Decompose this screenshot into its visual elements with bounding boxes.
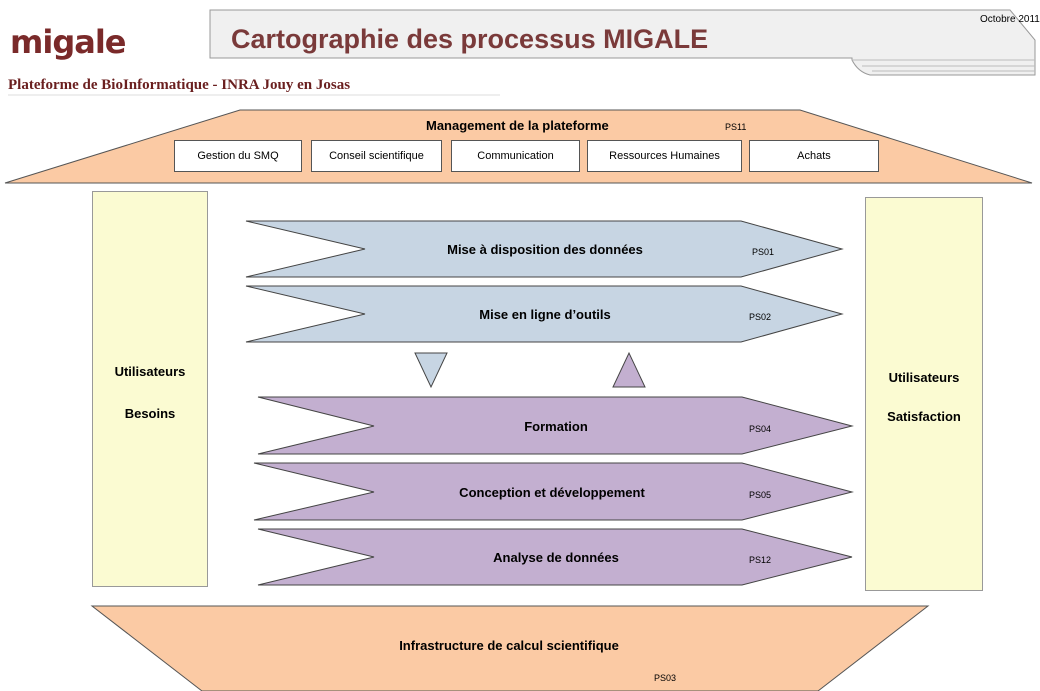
process-arrow-ps05 — [253, 462, 854, 521]
infrastructure-label: Infrastructure de calcul scientifique — [399, 638, 619, 653]
management-box-communication: Communication — [451, 140, 580, 172]
left-panel-line1: Utilisateurs — [114, 364, 186, 379]
process-code-ps12: PS12 — [749, 555, 772, 565]
management-code: PS11 — [725, 122, 747, 132]
up-triangle-icon — [612, 351, 646, 388]
management-title: Management de la plateforme — [426, 118, 609, 133]
left-users-panel: Utilisateurs Besoins — [92, 191, 208, 587]
left-panel-line2: Besoins — [124, 406, 176, 421]
down-triangle-icon — [414, 352, 448, 389]
process-arrow-ps02 — [245, 285, 844, 343]
process-arrow-ps12 — [257, 528, 853, 586]
infrastructure-shape — [90, 605, 930, 691]
infrastructure-code: PS03 — [654, 673, 677, 683]
management-box-smq: Gestion du SMQ — [174, 140, 302, 172]
process-label-ps05: Conception et développement — [459, 485, 645, 500]
process-code-ps05: PS05 — [749, 490, 772, 500]
page-subtitle: Plateforme de BioInformatique - INRA Jou… — [8, 77, 351, 93]
header-date: Octobre 2011 — [980, 14, 1040, 25]
right-panel-line1: Utilisateurs — [888, 370, 960, 385]
page-title: Cartographie des processus MIGALE — [231, 24, 709, 54]
process-arrow-ps01 — [245, 220, 844, 278]
process-label-ps02: Mise en ligne d’outils — [479, 307, 611, 322]
process-label-ps01: Mise à disposition des données — [447, 242, 643, 257]
process-code-ps01: PS01 — [752, 247, 775, 257]
process-label-ps12: Analyse de données — [493, 550, 619, 565]
right-users-panel: Utilisateurs Satisfaction — [865, 197, 983, 591]
process-label-ps04: Formation — [524, 419, 588, 434]
migale-logo: migale — [10, 23, 126, 61]
management-box-conseil: Conseil scientifique — [311, 140, 442, 172]
management-box-achats: Achats — [749, 140, 879, 172]
process-code-ps04: PS04 — [749, 424, 772, 434]
management-box-rh: Ressources Humaines — [587, 140, 742, 172]
right-panel-line2: Satisfaction — [887, 409, 961, 424]
process-code-ps02: PS02 — [749, 312, 772, 322]
process-arrow-ps04 — [257, 396, 854, 455]
